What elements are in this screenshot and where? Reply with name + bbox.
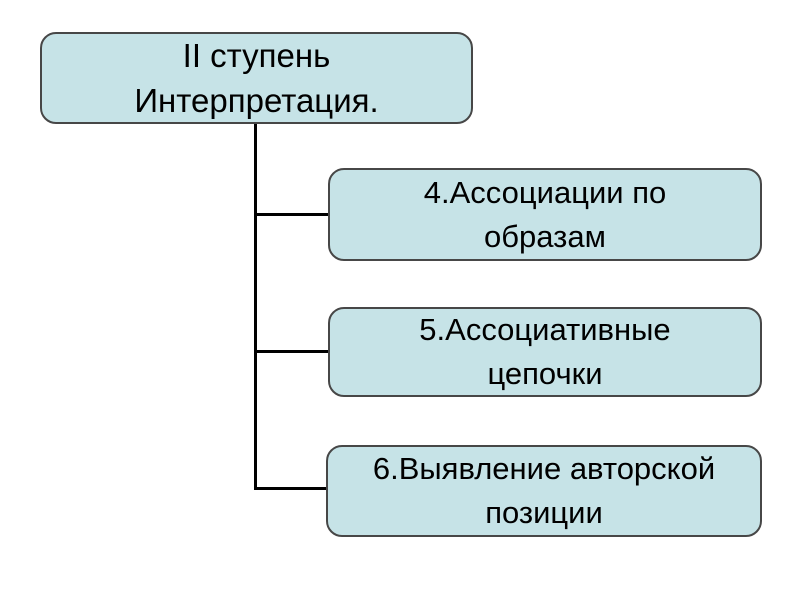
connector-vertical-line <box>254 124 257 490</box>
child-node-box-2: 5.Ассоциативные цепочки <box>328 307 762 397</box>
child-node-box-1: 4.Ассоциации по образам <box>328 168 762 261</box>
connector-branch-line-1 <box>254 213 330 216</box>
child-node-label-3: 6.Выявление авторской позиции <box>372 451 716 530</box>
connector-branch-line-3 <box>254 487 328 490</box>
root-node-box: II ступень Интерпретация. <box>40 32 473 124</box>
child-node-label-1: 4.Ассоциации по образам <box>423 174 667 254</box>
child-node-label-2: 5.Ассоциативные цепочки <box>419 312 671 391</box>
root-node-label: II ступень Интерпретация. <box>134 37 379 119</box>
child-node-box-3: 6.Выявление авторской позиции <box>326 445 762 537</box>
connector-branch-line-2 <box>254 350 330 353</box>
